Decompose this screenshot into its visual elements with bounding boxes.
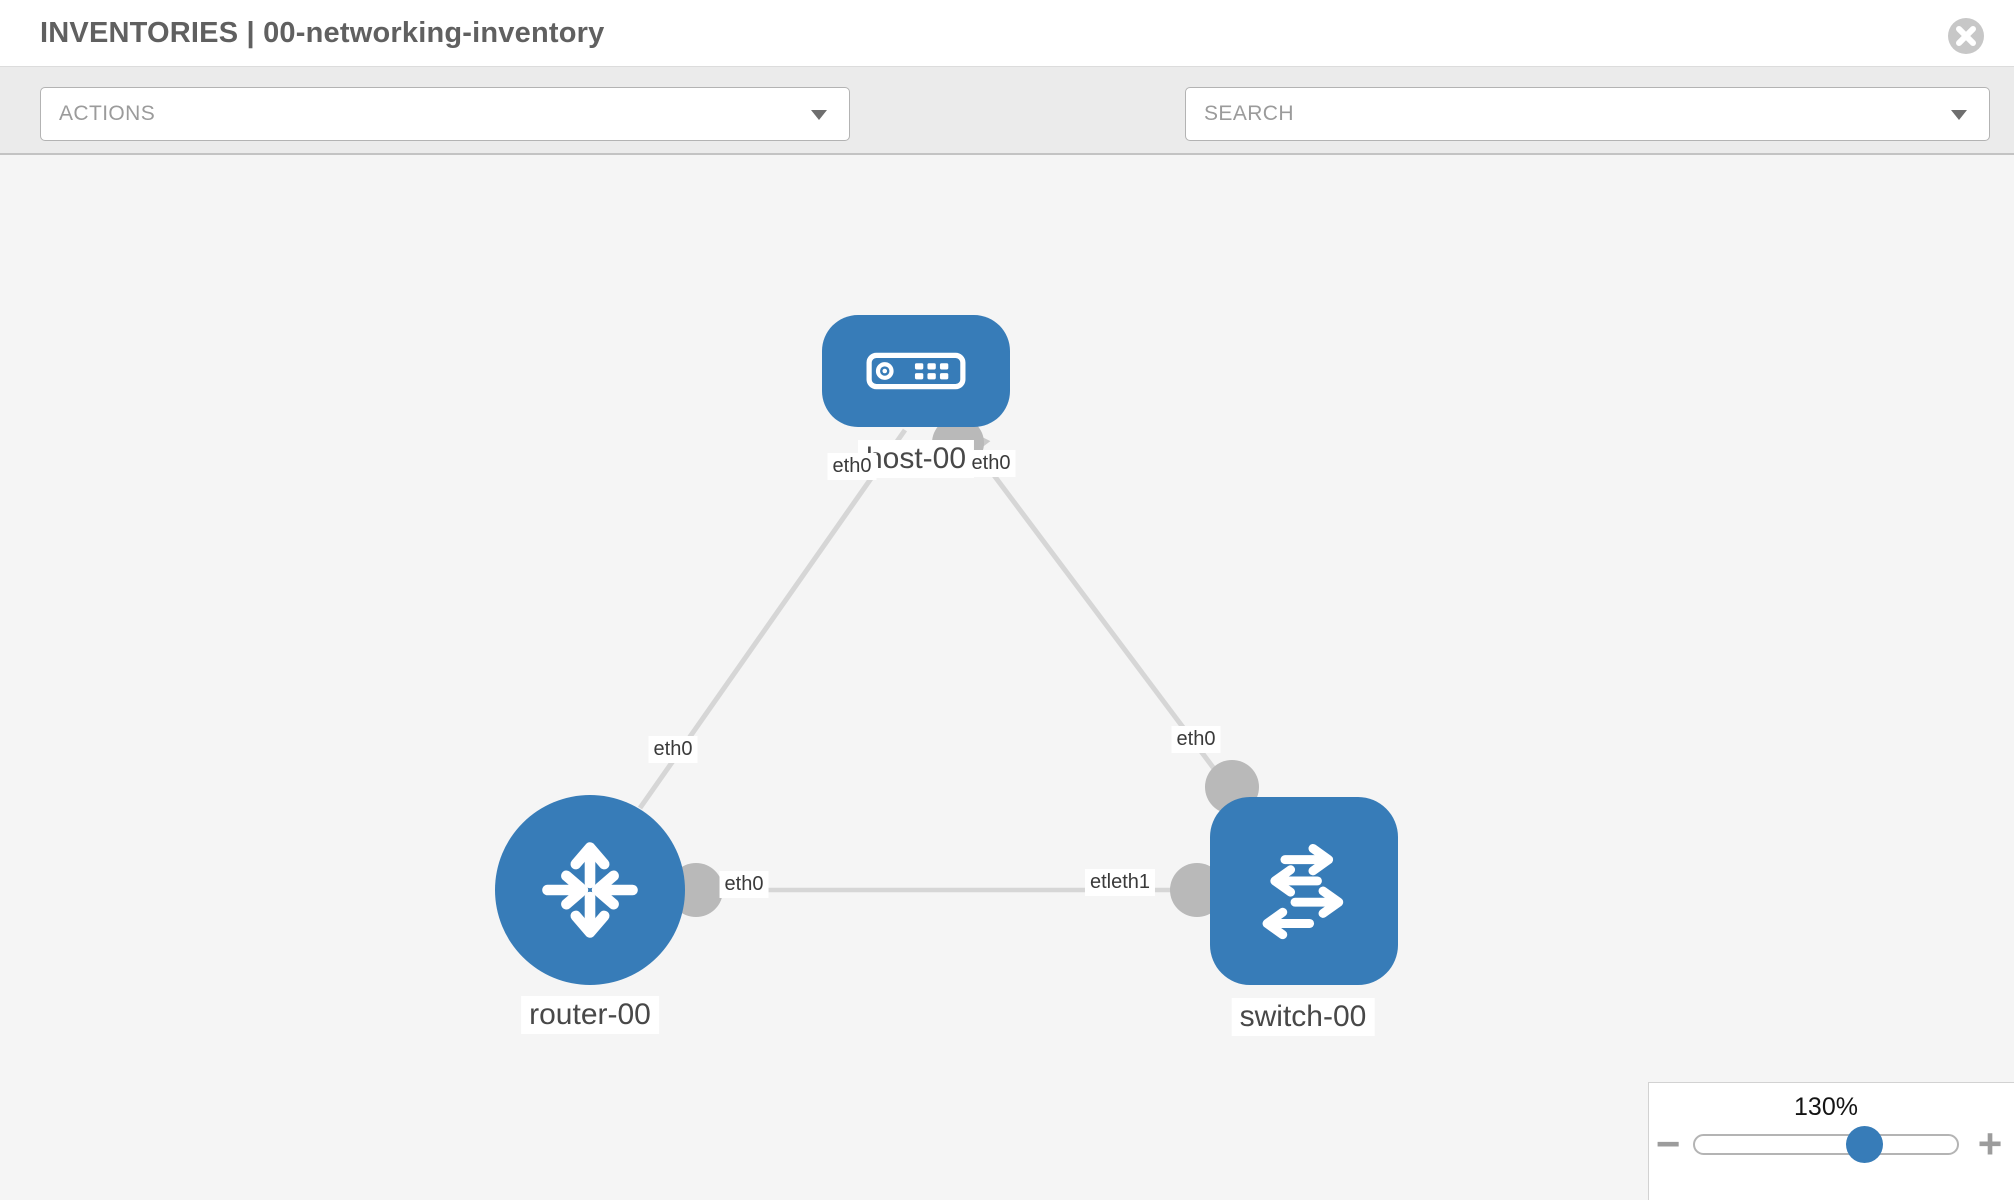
node-label-host: host-00 <box>857 440 975 478</box>
zoom-out-button[interactable]: − <box>1655 1120 1681 1167</box>
interface-label: eth0 <box>827 453 877 480</box>
zoom-in-button[interactable]: + <box>1977 1120 2003 1167</box>
zoom-slider-thumb[interactable] <box>1846 1126 1883 1163</box>
zoom-control-panel: 130% − + <box>1648 1082 2014 1200</box>
router-icon <box>542 842 638 938</box>
topology-canvas[interactable] <box>0 155 2014 1200</box>
interface-label: etleth1 <box>1084 869 1156 896</box>
window-header: INVENTORIES | 00-networking-inventory <box>0 0 2014 66</box>
interface-label: eth0 <box>719 871 769 898</box>
page-title: INVENTORIES | 00-networking-inventory <box>40 17 605 49</box>
interface-label: eth0 <box>648 736 698 763</box>
switch-icon <box>1262 843 1344 940</box>
close-icon <box>1948 18 1984 54</box>
search-dropdown-label: SEARCH <box>1204 102 1294 125</box>
search-dropdown[interactable]: SEARCH <box>1185 87 1990 141</box>
node-switch-00[interactable] <box>1210 797 1398 985</box>
close-button[interactable] <box>1947 17 1985 55</box>
zoom-level-readout: 130% <box>1794 1093 1858 1121</box>
node-host-00[interactable] <box>822 315 1010 427</box>
chevron-down-icon <box>811 110 827 120</box>
node-label-switch: switch-00 <box>1231 998 1375 1036</box>
actions-dropdown[interactable]: ACTIONS <box>40 87 850 141</box>
node-label-router: router-00 <box>521 996 659 1034</box>
actions-dropdown-label: ACTIONS <box>59 102 156 125</box>
node-router-00[interactable] <box>495 795 685 985</box>
interface-label: eth0 <box>1171 726 1221 753</box>
zoom-slider-track[interactable] <box>1693 1134 1959 1155</box>
host-icon <box>866 352 966 390</box>
chevron-down-icon <box>1951 110 1967 120</box>
interface-label: eth0 <box>966 450 1016 477</box>
